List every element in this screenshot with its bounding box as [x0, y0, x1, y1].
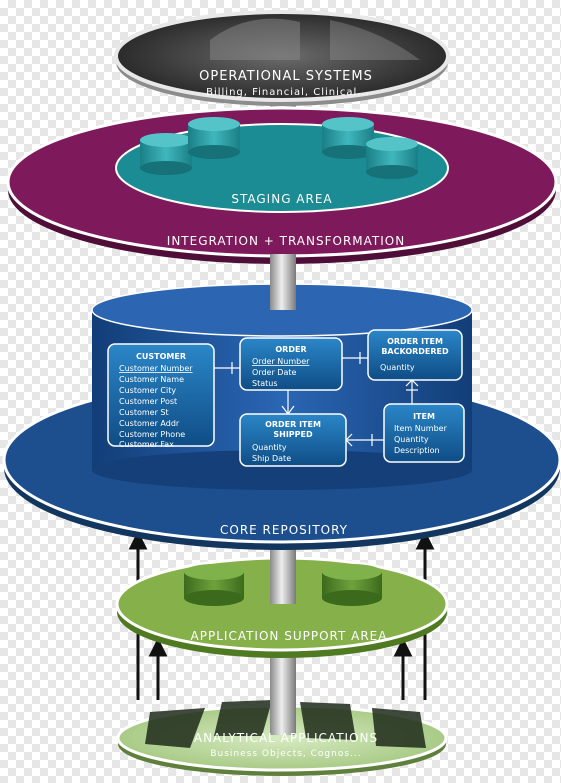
staging-database-3: [322, 117, 374, 159]
entity-shipped-field: Ship Date: [252, 454, 291, 463]
entity-item-field: Quantity: [394, 435, 429, 444]
entity-order-title: ORDER: [275, 345, 306, 354]
application-support-area-label: APPLICATION SUPPORT AREA: [191, 629, 388, 643]
core-repository-label: CORE REPOSITORY: [220, 523, 348, 537]
staging-database-1: [140, 133, 192, 175]
upward-arrows: [128, 530, 435, 700]
entity-customer-field: Customer Addr: [119, 419, 180, 428]
operational-systems-subtitle: Billing, Financial, Clinical...: [206, 87, 370, 98]
analytical-applications-title: ANALYTICAL APPLICATIONS: [194, 731, 378, 745]
er-relationship-lines: [214, 352, 419, 447]
entity-backordered-title-line2: BACKORDERED: [381, 347, 449, 356]
support-database-left: [184, 564, 244, 606]
application-support-layer: [115, 540, 449, 658]
entity-order-field: Order Number: [252, 357, 310, 366]
entity-item-field: Description: [394, 446, 440, 455]
entity-backordered-title-line1: ORDER ITEM: [387, 337, 443, 346]
entity-customer-title: CUSTOMER: [136, 352, 186, 361]
entity-order-item-shipped: ORDER ITEM SHIPPED Quantity Ship Date: [239, 413, 347, 467]
analytical-applications-layer: [116, 690, 448, 776]
entity-customer: CUSTOMER Customer Number Customer Name C…: [107, 343, 215, 449]
staging-area-label: STAGING AREA: [231, 192, 332, 206]
integration-transformation-label: INTEGRATION + TRANSFORMATION: [167, 234, 405, 248]
entity-customer-field: Customer Phone: [119, 430, 185, 439]
entity-customer-field: Customer City: [119, 386, 176, 395]
entity-shipped-title-line2: SHIPPED: [273, 430, 313, 439]
entity-order-item-backordered: ORDER ITEM BACKORDERED Quantity: [367, 329, 463, 381]
entity-customer-field: Customer Fax: [119, 440, 174, 449]
entity-item-field: Item Number: [394, 424, 448, 433]
entity-item-title: ITEM: [413, 412, 435, 421]
entity-customer-field: Customer Number: [119, 364, 193, 373]
entity-order: ORDER Order Number Order Date Status: [239, 337, 343, 391]
analytical-applications-subtitle: Business Objects, Cognos...: [210, 749, 361, 759]
staging-database-4: [366, 137, 418, 179]
entity-item: ITEM Item Number Quantity Description: [383, 403, 465, 463]
entity-order-field: Order Date: [252, 368, 296, 377]
entity-order-field: Status: [252, 379, 278, 388]
entity-customer-field: Customer Name: [119, 375, 184, 384]
staging-database-2: [188, 117, 240, 159]
entity-shipped-title-line1: ORDER ITEM: [265, 420, 321, 429]
support-database-right: [322, 564, 382, 606]
entity-shipped-field: Quantity: [252, 443, 287, 452]
operational-systems-title: OPERATIONAL SYSTEMS: [199, 69, 373, 84]
entity-customer-field: Customer St: [119, 408, 169, 417]
entity-backordered-field: Quantity: [380, 363, 415, 372]
staging-area-layer: [6, 106, 558, 310]
operational-systems-layer: [114, 10, 450, 106]
entity-customer-field: Customer Post: [119, 397, 177, 406]
